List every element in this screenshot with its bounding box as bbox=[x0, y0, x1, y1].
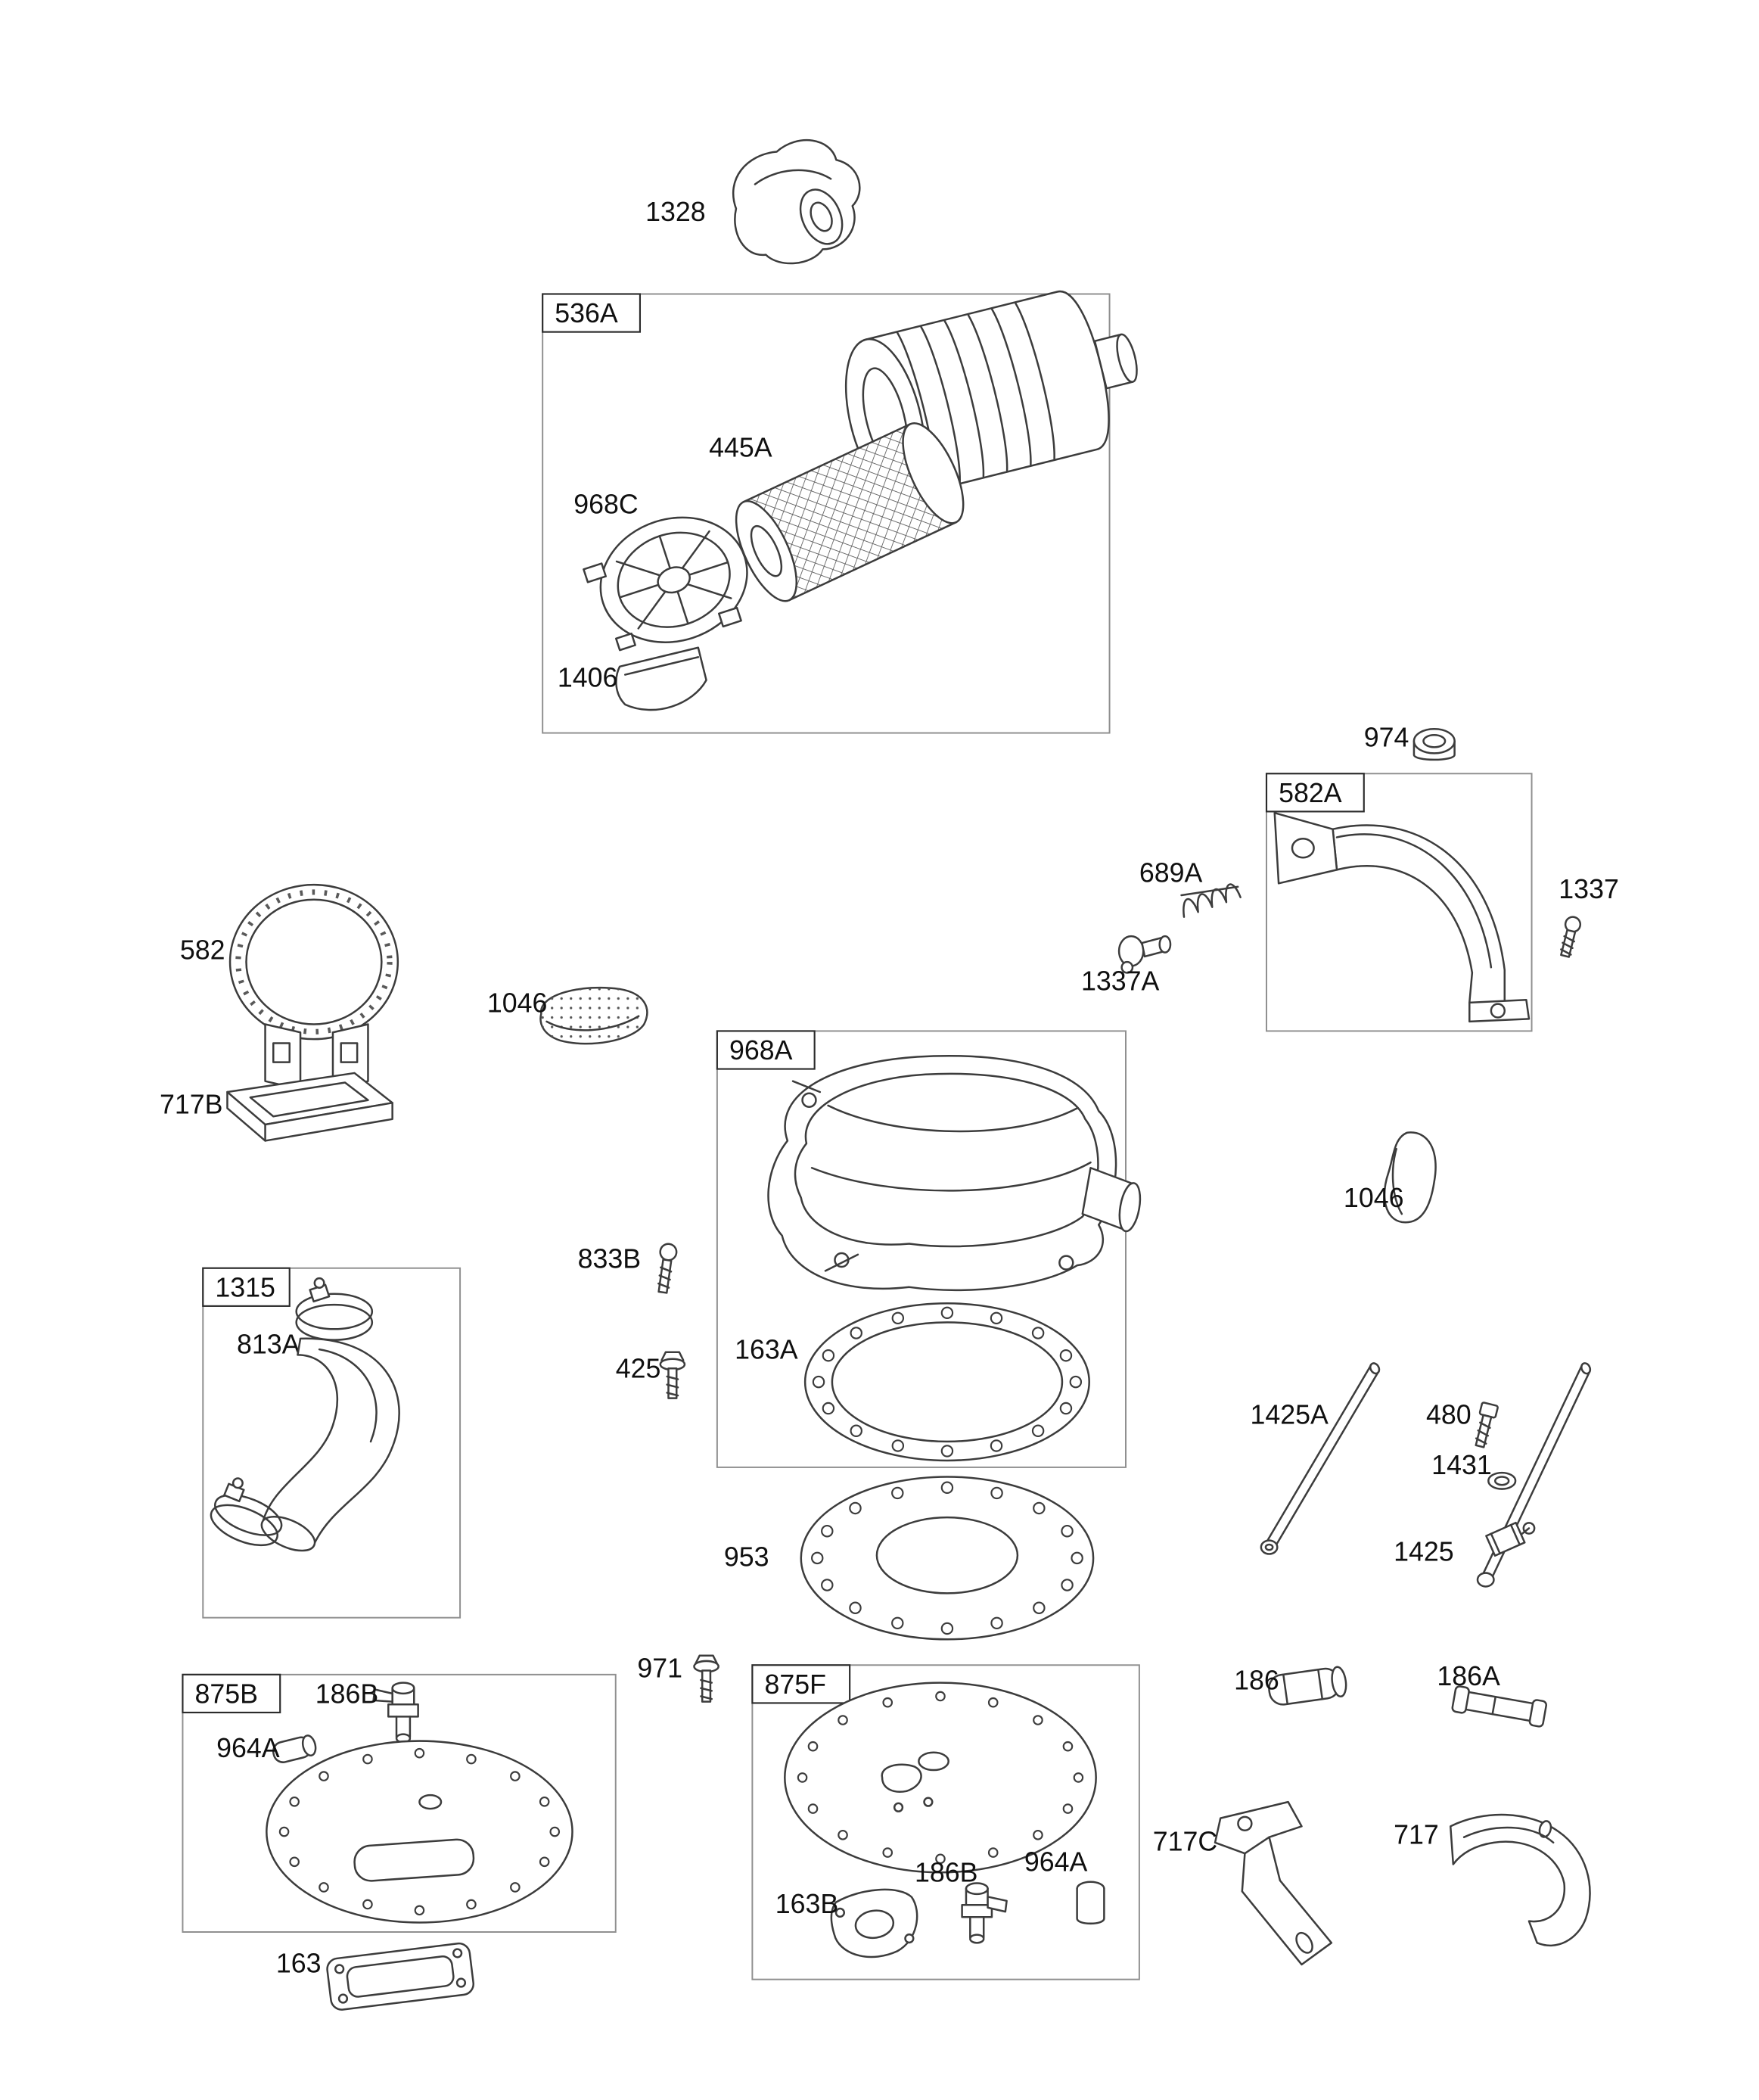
label-974: 974 bbox=[1364, 722, 1409, 752]
label-445A: 445A bbox=[709, 432, 772, 462]
part-186A-tube bbox=[1451, 1685, 1548, 1728]
label-717: 717 bbox=[1394, 1820, 1439, 1850]
label-1337: 1337 bbox=[1559, 874, 1619, 904]
label-964A-b: 964A bbox=[1024, 1846, 1088, 1877]
label-968A: 968A bbox=[729, 1035, 793, 1066]
part-163B-gasket bbox=[830, 1888, 918, 1958]
label-163: 163 bbox=[276, 1949, 322, 1979]
group-label-box-582A bbox=[1265, 773, 1365, 813]
part-1425-tube bbox=[1476, 1362, 1592, 1588]
part-425-screw bbox=[659, 1351, 686, 1399]
part-1425A-tube bbox=[1260, 1362, 1381, 1555]
label-1431: 1431 bbox=[1431, 1450, 1492, 1480]
part-875F-plate bbox=[784, 1682, 1097, 1874]
label-813A: 813A bbox=[237, 1330, 300, 1360]
part-445A-filter bbox=[735, 422, 965, 602]
group-label-box-1315 bbox=[202, 1267, 291, 1307]
group-968A-cover: 968A 163A bbox=[716, 1030, 1142, 1468]
label-953: 953 bbox=[724, 1542, 769, 1573]
group-536A-air-cleaner: 536A 445A bbox=[542, 290, 1138, 734]
label-582: 582 bbox=[180, 935, 225, 966]
part-186B-fitting-b bbox=[961, 1882, 1008, 1944]
label-1425A: 1425A bbox=[1251, 1400, 1329, 1430]
part-1046-pad bbox=[539, 986, 648, 1045]
label-1315: 1315 bbox=[215, 1272, 275, 1302]
part-1337A-fitting bbox=[1117, 935, 1172, 974]
label-833B: 833B bbox=[578, 1244, 641, 1274]
group-label-box-875F bbox=[751, 1664, 851, 1704]
group-582A-strap: 582A bbox=[1265, 773, 1533, 1032]
label-1337A: 1337A bbox=[1081, 966, 1160, 997]
label-1328: 1328 bbox=[645, 197, 706, 227]
part-1431-washer bbox=[1487, 1471, 1517, 1490]
part-717B-bracket bbox=[226, 1072, 393, 1142]
label-717C: 717C bbox=[1153, 1827, 1217, 1857]
part-689A-spring bbox=[1180, 883, 1242, 918]
label-968C: 968C bbox=[573, 490, 638, 520]
group-box-1315 bbox=[202, 1267, 462, 1619]
label-163B: 163B bbox=[775, 1889, 838, 1919]
label-425: 425 bbox=[616, 1354, 661, 1384]
label-186B-a: 186B bbox=[315, 1678, 378, 1709]
part-582-clamp bbox=[228, 883, 399, 1090]
part-717C-bracket bbox=[1214, 1800, 1333, 1966]
part-968C-base-cover bbox=[583, 516, 748, 652]
part-971-screw bbox=[693, 1654, 719, 1703]
part-974-collar bbox=[1412, 727, 1456, 761]
part-964A-sleeve-b bbox=[1076, 1881, 1105, 1925]
part-717-bracket bbox=[1449, 1813, 1591, 1947]
part-186-coupling bbox=[1268, 1666, 1347, 1706]
group-label-box-968A bbox=[716, 1030, 816, 1070]
group-box-875B bbox=[182, 1673, 617, 1933]
part-1337-screw bbox=[1560, 916, 1582, 958]
group-box-968A bbox=[716, 1030, 1127, 1468]
label-163A: 163A bbox=[735, 1335, 798, 1365]
label-1046-b: 1046 bbox=[1344, 1183, 1404, 1213]
label-186A: 186A bbox=[1437, 1661, 1500, 1691]
label-536A: 536A bbox=[555, 298, 618, 328]
label-689A: 689A bbox=[1139, 857, 1203, 888]
part-1046-boot bbox=[1383, 1131, 1437, 1224]
group-box-582A bbox=[1266, 773, 1533, 1032]
part-186B-fitting-a bbox=[372, 1682, 419, 1744]
label-1406: 1406 bbox=[558, 663, 618, 693]
group-875F-plate: 875F 163B 186B bbox=[751, 1664, 1140, 1980]
label-186B-b: 186B bbox=[915, 1858, 977, 1888]
group-875B-plate: 875B 186B 964A bbox=[182, 1673, 617, 1933]
part-163A-gasket bbox=[803, 1302, 1090, 1462]
label-186: 186 bbox=[1234, 1666, 1279, 1696]
part-875B-plate bbox=[266, 1740, 573, 1924]
part-163-gasket bbox=[326, 1942, 474, 2011]
label-717B: 717B bbox=[160, 1090, 222, 1120]
group-1315-hose: 1315 813A bbox=[202, 1267, 462, 1619]
part-1406-scoop bbox=[615, 646, 707, 711]
label-875F: 875F bbox=[764, 1669, 825, 1700]
part-480-bolt bbox=[1475, 1402, 1499, 1448]
part-813A-clamp bbox=[295, 1277, 374, 1341]
group-box-875F bbox=[751, 1664, 1140, 1980]
label-875B: 875B bbox=[195, 1678, 258, 1709]
part-833B-screw bbox=[657, 1243, 678, 1294]
part-968A-cover-body bbox=[767, 1055, 1142, 1292]
group-label-box-875B bbox=[182, 1673, 281, 1714]
group-box-536A bbox=[542, 293, 1111, 734]
group-label-box-536A bbox=[542, 293, 642, 333]
part-953-gasket bbox=[800, 1476, 1095, 1641]
part-964A-sleeve-a bbox=[272, 1734, 317, 1763]
part-1315-lower-clamp bbox=[210, 1477, 283, 1547]
part-1315-hose-body bbox=[260, 1337, 400, 1552]
label-480: 480 bbox=[1426, 1400, 1472, 1430]
part-1328-cover-knob bbox=[732, 139, 861, 265]
label-971: 971 bbox=[637, 1653, 682, 1683]
label-582A: 582A bbox=[1279, 778, 1342, 808]
label-1425: 1425 bbox=[1394, 1536, 1454, 1566]
label-964A-a: 964A bbox=[216, 1733, 280, 1763]
part-582A-strap bbox=[1273, 811, 1531, 1023]
label-1046-a: 1046 bbox=[487, 988, 548, 1018]
